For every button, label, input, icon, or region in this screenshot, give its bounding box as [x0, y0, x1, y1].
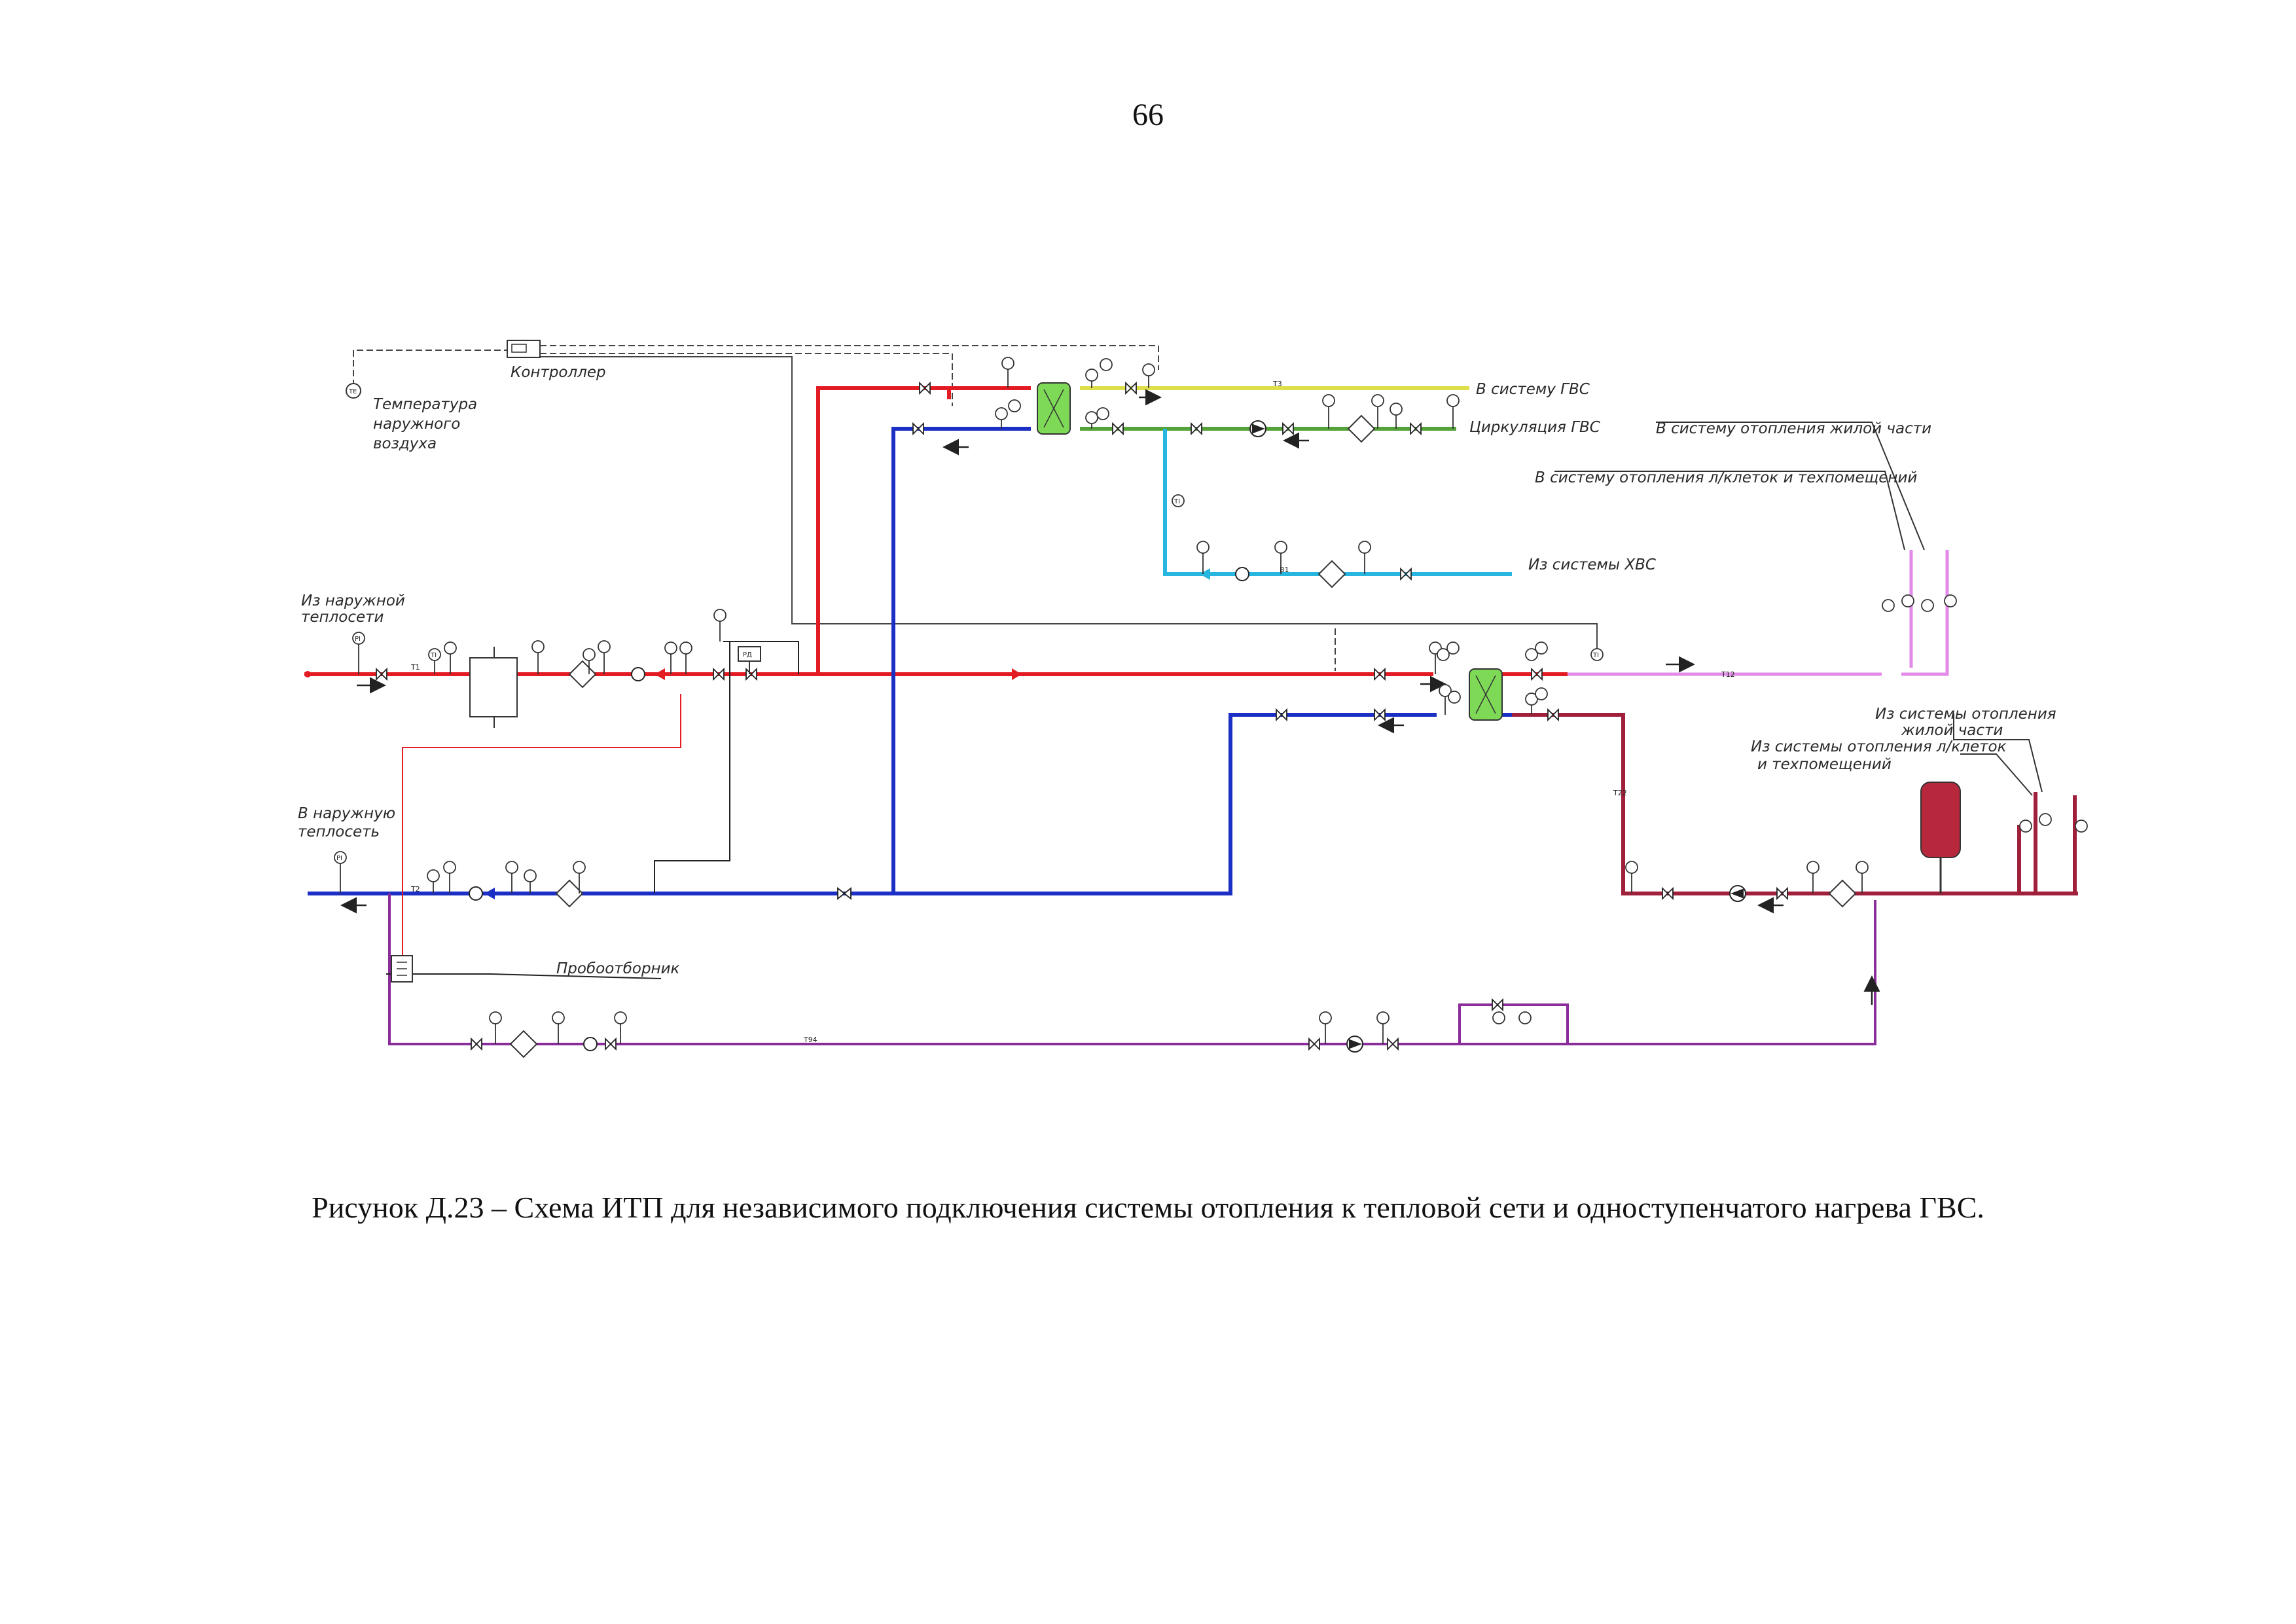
- valve-icons: [376, 381, 1788, 1051]
- pipe-tag-t12: T12: [1721, 670, 1735, 679]
- pipe-tag-t22: T22: [1613, 789, 1627, 797]
- gauge-tags: PI TI TI TI PI: [336, 498, 1599, 862]
- gauge-tag: TI: [1592, 652, 1599, 659]
- regulator-tag: РД: [743, 651, 752, 659]
- cold-water-label: Из системы ХВС: [1528, 556, 1656, 573]
- from-heating-stair-label-2: и техпомещений: [1757, 756, 1892, 773]
- flow-arrows: [340, 389, 1880, 1005]
- to-network-label-2: теплосеть: [298, 823, 380, 840]
- sensor-tag: TE: [348, 388, 357, 395]
- gauge-tag: TI: [1174, 498, 1180, 505]
- sampler: [391, 955, 413, 983]
- flow-direction-marks: [484, 568, 1210, 899]
- signal-lines: [540, 356, 1598, 651]
- to-dhw-label: В систему ГВС: [1476, 381, 1590, 398]
- controller-display: [511, 344, 527, 353]
- dhw-circulation-label: Циркуляция ГВС: [1469, 419, 1600, 436]
- pump-icons: [1249, 420, 1746, 1053]
- outdoor-temp-label-2: наружного: [373, 416, 460, 433]
- gauge-tag: TI: [430, 652, 437, 659]
- supply-inlet-point: [304, 671, 311, 677]
- control-signal-lines: [353, 345, 1336, 671]
- from-heating-res-label-1: Из системы отопления: [1875, 706, 2056, 723]
- from-heating-stair-label-1: Из системы отопления л/клеток: [1751, 738, 2007, 755]
- heating-supply-pipeline: [1568, 550, 1949, 676]
- pipe-tag-t2: T2: [410, 885, 420, 893]
- to-network-label-1: В наружную: [298, 805, 395, 822]
- controller-label: Контроллер: [511, 364, 606, 381]
- from-network-label-1: Из наружной: [301, 592, 405, 609]
- page-number: 66: [1132, 98, 1164, 132]
- from-heating-res-label-2: жилой части: [1901, 722, 2003, 739]
- outdoor-temp-label-1: Температура: [373, 396, 477, 413]
- outdoor-temp-label-3: воздуха: [373, 435, 437, 452]
- to-heating-res-label: В систему отопления жилой части: [1656, 420, 1931, 437]
- supply-pipeline: [304, 386, 1568, 676]
- from-network-label-2: теплосети: [301, 609, 384, 626]
- pipe-tag-t3: T3: [1272, 380, 1282, 388]
- instrument-gauges: [334, 357, 2088, 1044]
- cold-water-pipeline: [1163, 429, 1512, 576]
- makeup-pipeline: [388, 893, 1876, 1045]
- filter-icons: [509, 414, 1857, 1058]
- impulse-lines: [386, 422, 2043, 979]
- to-heating-stair-label: В систему отопления л/клеток и техпомеще…: [1535, 469, 1917, 486]
- expansion-tank: [1920, 782, 1961, 893]
- pipe-tag-t94: T94: [803, 1036, 817, 1044]
- heating-heat-exchanger: [1469, 668, 1503, 721]
- pipe-tag-v1: В1: [1280, 566, 1289, 574]
- gauge-tag: PI: [336, 855, 342, 862]
- pressure-regulator: РД: [738, 646, 761, 674]
- outdoor-temperature-sensor-icon: [346, 383, 361, 399]
- figure-caption: Рисунок Д.23 – Схема ИТП для независимог…: [312, 1191, 1984, 1224]
- sampler-label: Пробоотборник: [556, 960, 680, 977]
- heat-meter-box: [469, 657, 518, 717]
- pipe-tag-t1: T1: [410, 663, 420, 672]
- gauge-tag: PI: [355, 636, 361, 643]
- flow-meter-icons: [469, 567, 1249, 1051]
- dhw-pipeline: [1080, 386, 1469, 431]
- dhw-heat-exchanger: [1037, 382, 1071, 435]
